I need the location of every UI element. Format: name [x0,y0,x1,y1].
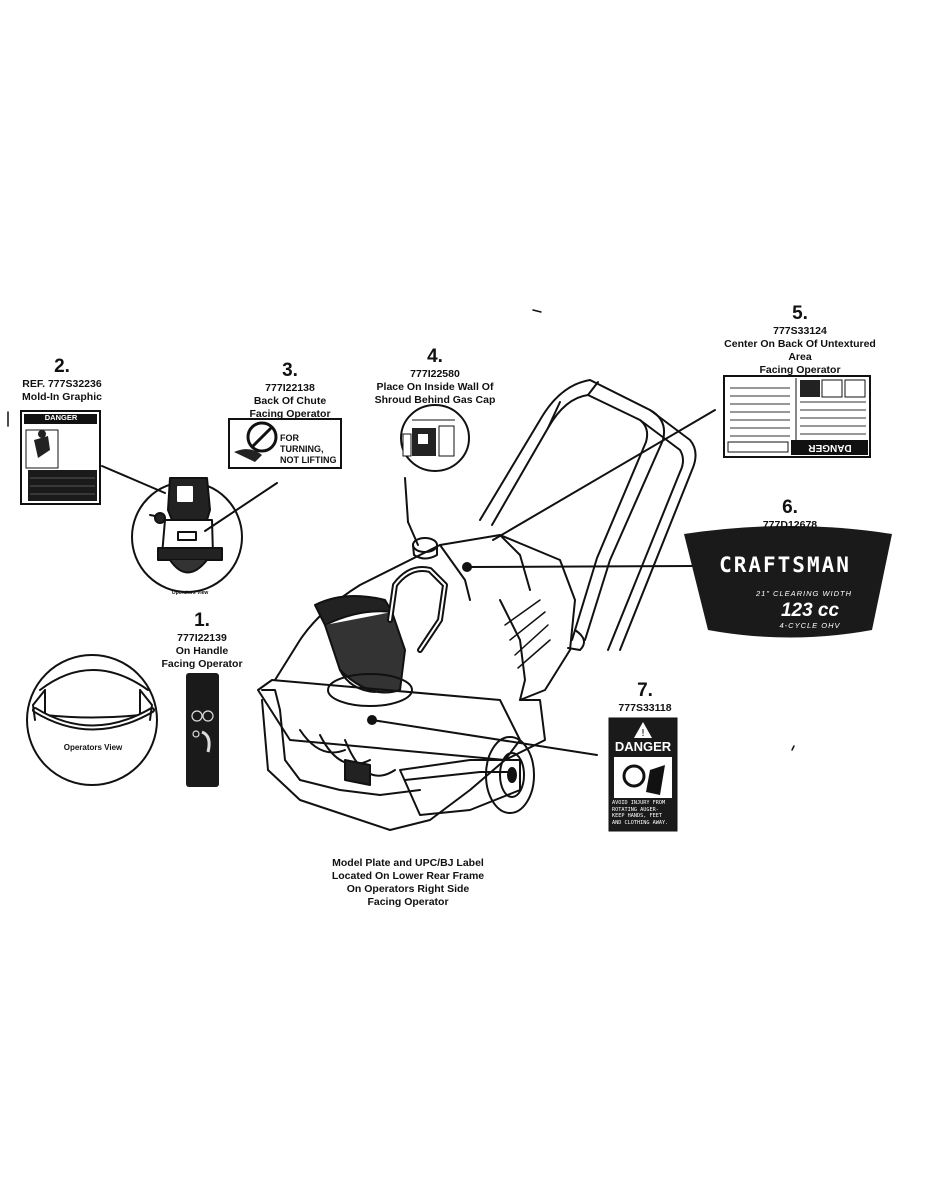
model-plate-line-2: Located On Lower Rear Frame [331,870,485,882]
decal-7-warning: AVOID INJURY FROM ROTATING AUGER- KEEP H… [612,800,674,826]
magnifier-top-label: Operators View [171,590,209,596]
callout-1-number: 1. [194,610,210,631]
callout-5: 5. 777S33124 Center On Back Of Untexture… [715,303,885,377]
callout-5-line-3: Facing Operator [759,364,841,376]
callout-4: 4. 777I22580 Place On Inside Wall Of Shr… [365,346,505,407]
callout-4-line-2: Shroud Behind Gas Cap [374,394,496,406]
model-plate-line-1: Model Plate and UPC/BJ Label [332,857,484,869]
decal-6-brand: CRAFTSMAN [719,553,851,577]
callout-2-line-1: Mold-In Graphic [22,391,102,403]
callout-2: 2. REF. 777S32236 Mold-In Graphic [16,356,108,404]
model-plate-line-4: Facing Operator [367,896,449,908]
callout-3-line-2: Facing Operator [249,408,331,420]
decal-7-warning-line-3: KEEP HANDS, FEET [612,813,662,819]
callout-4-line-1: Place On Inside Wall Of [376,381,494,393]
callout-7-number: 7. [637,680,653,701]
svg-text:!: ! [641,728,645,739]
callout-1-part: 777I22139 [177,632,227,644]
callout-3-line-1: Back Of Chute [253,395,327,407]
magnifier-handle-label: Operators View [63,743,123,752]
snow-thrower-illustration [257,379,697,831]
decal-7-warning-line-1: AVOID INJURY FROM [612,800,666,806]
callout-3-number: 3. [282,360,298,381]
decal-6-graphic [684,526,892,638]
decal-6-engine: 4-CYCLE OHV [779,621,841,630]
model-plate-note: Model Plate and UPC/BJ Label Located On … [318,857,498,909]
decal-6-location-dot [462,562,472,572]
callout-1: 1. 777I22139 On Handle Facing Operator [152,610,252,671]
model-plate-line-3: On Operators Right Side [346,883,470,895]
decal-2-danger-text: DANGER [44,413,78,422]
callout-1-line-1: On Handle [175,645,229,657]
callout-4-number: 4. [427,346,443,367]
leader-endpoints [367,562,472,725]
callout-3: 3. 777I22138 Back Of Chute Facing Operat… [240,360,340,421]
decal-3-graphic [228,418,342,469]
decal-7-danger-text: DANGER [614,739,672,754]
callout-6-part: 777D12678 [762,519,818,531]
callout-6: 6. 777D12678 [750,497,830,532]
leader-lines [101,409,716,756]
callout-5-number: 5. [792,303,808,324]
callout-2-number: 2. [54,356,70,377]
callout-3-part: 777I22138 [265,382,315,394]
decal-6-cc: 123 cc [780,600,840,621]
callout-5-part: 777S33124 [773,325,827,337]
callout-5-line-1: Center On Back Of Untextured [724,338,876,350]
magnifier-handle-view [26,654,158,786]
callout-5-line-2: Area [788,351,812,363]
decal-3-line-2: NOT LIFTING [280,455,337,465]
decal-7-location-dot [367,715,377,725]
callout-2-part: REF. 777S32236 [22,378,102,390]
decal-4-graphic [400,404,470,472]
magnifier-top-view [131,477,243,593]
decal-3-text: FOR TURNING, NOT LIFTING [280,433,340,466]
callout-4-part: 777I22580 [410,368,460,380]
decal-3-line-1: FOR TURNING, [280,433,324,454]
decal-6-clearing: 21" CLEARING WIDTH [755,589,853,598]
decal-1-graphic [186,673,219,787]
callout-6-number: 6. [782,497,798,518]
decal-7-graphic: ! [608,717,678,832]
decal-7-warning-line-2: ROTATING AUGER- [612,806,659,813]
decal-5-danger-text: DANGER [808,442,852,453]
decal-5-graphic [723,375,871,458]
decal-2-graphic [20,410,101,505]
decal-7-warning-line-4: AND CLOTHING AWAY. [612,819,669,826]
callout-7: 7. 777S33118 [600,680,690,715]
callout-1-line-2: Facing Operator [161,658,243,670]
callout-7-part: 777S33118 [618,702,672,714]
